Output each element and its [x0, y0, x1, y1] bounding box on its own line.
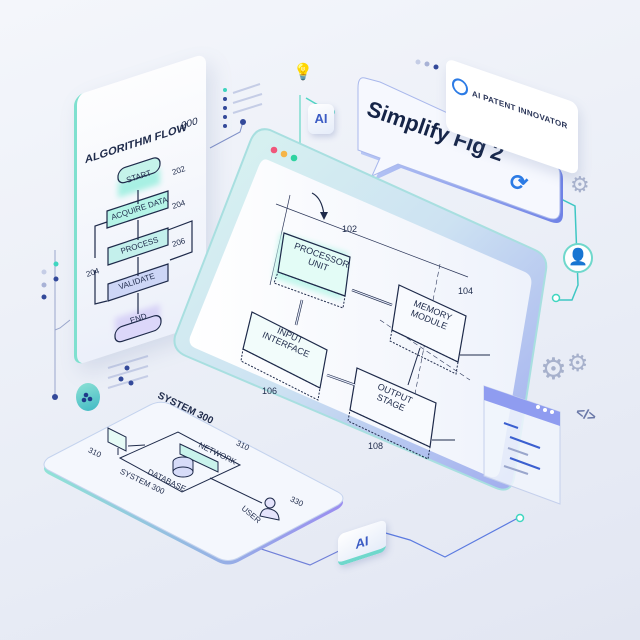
computer-icon: [110, 430, 111, 431]
ref-108: 108: [368, 441, 384, 451]
refresh-icon[interactable]: ⟳: [510, 170, 529, 195]
user-icon[interactable]: 👤: [563, 243, 593, 273]
database-icon: [175, 458, 176, 459]
ref-102: 102: [342, 224, 358, 234]
lightbulb-icon: 💡: [293, 64, 313, 81]
gears-icon: ⚙⚙: [540, 350, 589, 386]
gear-icon: ⚙: [570, 172, 590, 197]
ai-chip-top[interactable]: AI: [308, 104, 334, 134]
group-icon: [76, 383, 100, 411]
ref-104: 104: [458, 286, 474, 296]
ref-106: 106: [262, 386, 278, 396]
